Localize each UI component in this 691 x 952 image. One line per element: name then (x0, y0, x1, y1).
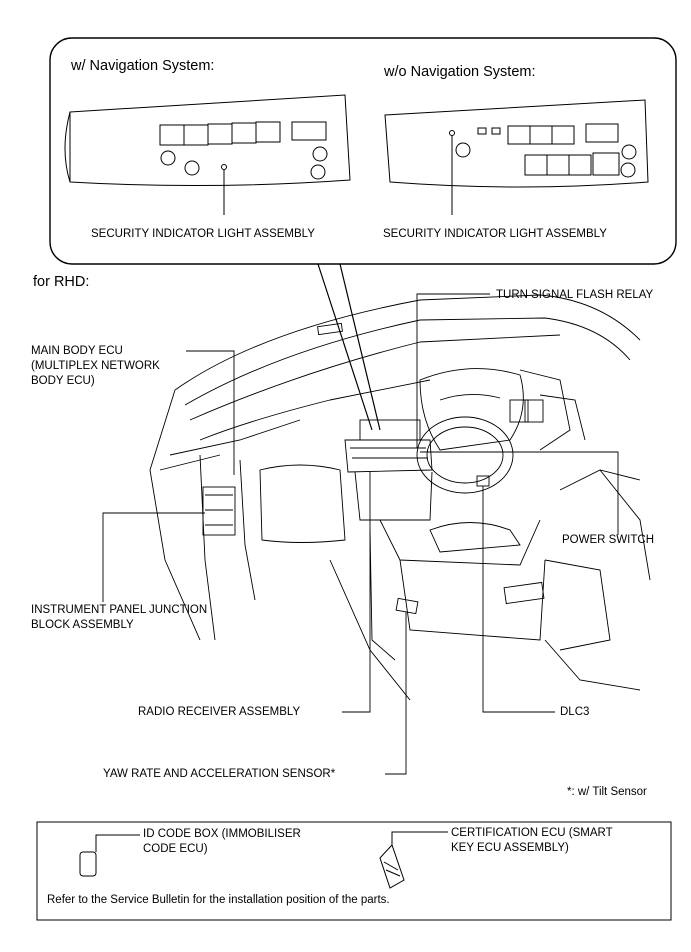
main-body-ecu-label-line3: BODY ECU) (31, 375, 95, 387)
with-nav-title: w/ Navigation System: (71, 58, 215, 74)
yaw-rate-sensor-label: YAW RATE AND ACCELERATION SENSOR* (103, 768, 336, 780)
dlc3-label: DLC3 (560, 706, 590, 718)
inset-pointer (317, 263, 381, 431)
certification-ecu-label-line2: KEY ECU ASSEMBLY) (451, 842, 569, 854)
service-bulletin-note: Refer to the Service Bulletin for the in… (47, 894, 390, 906)
inset-frame (49, 37, 677, 265)
panel-with-nav (64, 94, 351, 215)
security-indicator-label-without-nav: SECURITY INDICATOR LIGHT ASSEMBLY (383, 228, 607, 240)
rhd-title: for RHD: (33, 274, 90, 290)
turn-signal-flash-relay-label: TURN SIGNAL FLASH RELAY (496, 289, 654, 301)
tilt-sensor-footnote: *: w/ Tilt Sensor (567, 786, 647, 798)
radio-receiver-label: RADIO RECEIVER ASSEMBLY (138, 706, 301, 718)
security-indicator-label-with-nav: SECURITY INDICATOR LIGHT ASSEMBLY (91, 228, 315, 240)
main-body-ecu-label-line1: MAIN BODY ECU (31, 345, 123, 357)
certification-ecu-label-line1: CERTIFICATION ECU (SMART (451, 827, 613, 839)
dashboard-art (149, 294, 651, 701)
bottom-box (36, 821, 672, 921)
leader-lines (102, 293, 619, 775)
id-code-box-icon (79, 834, 140, 877)
ip-junction-label-line2: BLOCK ASSEMBLY (31, 619, 134, 631)
id-code-box-label-line2: CODE ECU) (143, 843, 208, 855)
panel-without-nav (384, 99, 649, 215)
ip-junction-label-line1: INSTRUMENT PANEL JUNCTION (31, 604, 208, 616)
certification-ecu-icon (379, 831, 448, 889)
power-switch-label: POWER SWITCH (562, 534, 654, 546)
without-nav-title: w/o Navigation System: (384, 64, 536, 80)
main-body-ecu-label-line2: (MULTIPLEX NETWORK (31, 360, 160, 372)
id-code-box-label-line1: ID CODE BOX (IMMOBILISER (143, 828, 301, 840)
